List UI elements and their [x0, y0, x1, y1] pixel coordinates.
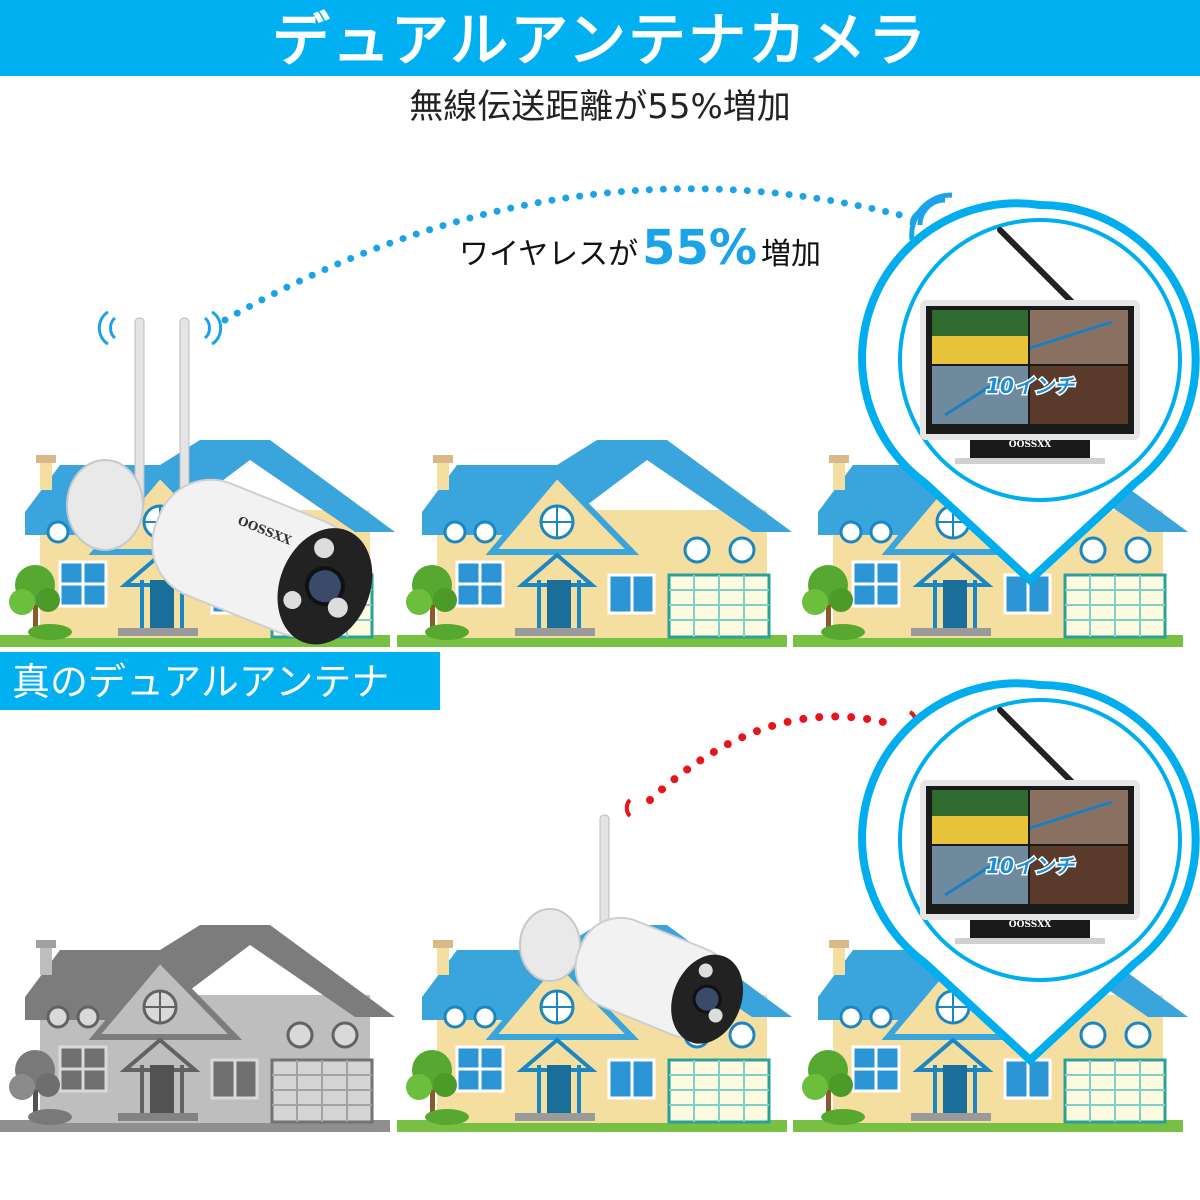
single-antenna-camera — [519, 814, 744, 1044]
callout-suffix: 増加 — [761, 237, 821, 272]
camera-signal-icon — [97, 310, 223, 346]
signal-arc-blue — [221, 185, 904, 324]
monitor-size-label: 10インチ — [986, 374, 1076, 398]
callout-prefix: ワイヤレスが — [459, 237, 638, 272]
page-subtitle: 無線伝送距離が55%増加 — [409, 87, 791, 127]
feature-tag — [0, 652, 440, 710]
signal-arc-red — [646, 712, 899, 804]
monitor-pin-top: 10インチ OOSSXX — [858, 199, 1200, 586]
feature-tag-label: 真のデュアルアンテナ — [12, 660, 389, 704]
callout-text: ワイヤレスが55%増加 — [459, 220, 821, 276]
callout-highlight: 55% — [642, 220, 757, 276]
page-title: デュアルアンテナカメラ — [272, 6, 928, 74]
monitor-size-label-2: 10インチ — [986, 854, 1076, 878]
house-2 — [397, 440, 792, 647]
dual-antenna-camera: OOSSXX — [66, 317, 373, 645]
monitor-brand-2: OOSSXX — [1009, 920, 1051, 930]
title-banner — [0, 0, 1200, 76]
house-gray — [0, 925, 395, 1132]
monitor-brand: OOSSXX — [1009, 440, 1051, 450]
monitor-pin-bottom: 10インチ OOSSXX — [858, 679, 1200, 1066]
